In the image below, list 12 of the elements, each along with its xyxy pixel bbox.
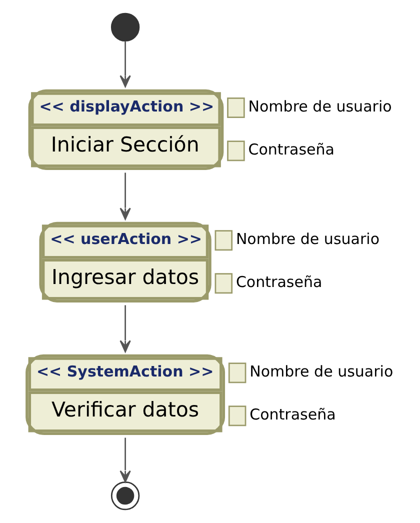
node-label: Nombre de usuario: [250, 362, 394, 381]
node-circle: [110, 481, 140, 510]
node-label: Contraseña: [248, 140, 334, 159]
arrow: [120, 41, 131, 88]
arrow: [120, 305, 131, 352]
arrow: [120, 172, 131, 220]
node-label: Contraseña: [250, 406, 336, 424]
node-label: Contraseña: [236, 273, 322, 292]
node-label: Nombre de usuario: [248, 98, 392, 116]
node-circle: [110, 12, 140, 42]
arrow: [120, 438, 131, 482]
node-label: Nombre de usuario: [236, 230, 380, 248]
